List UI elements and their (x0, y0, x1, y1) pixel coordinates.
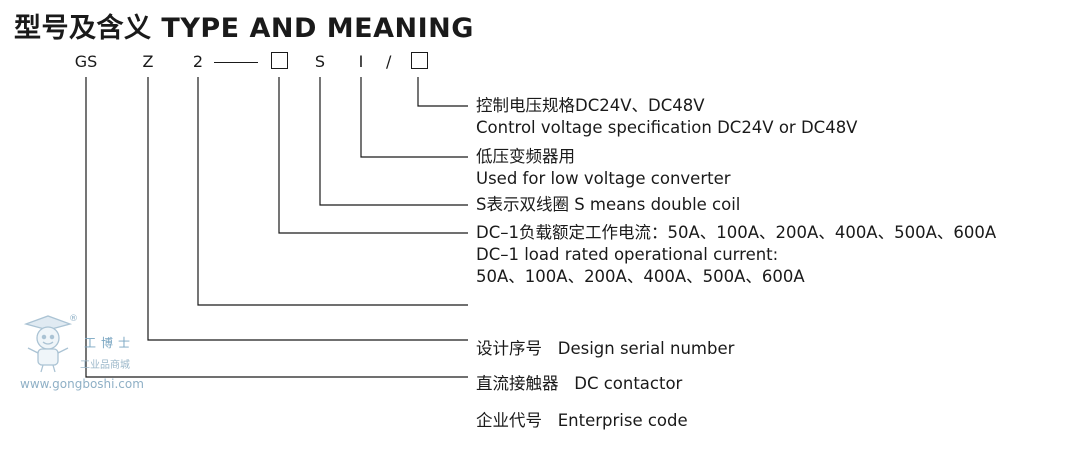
leader-double-coil (319, 77, 468, 206)
leader-contactor (147, 77, 468, 341)
desc-double-coil-text: S表示双线圈 S means double coil (476, 195, 741, 214)
desc-enterprise: 企业代号 Enterprise code (476, 366, 688, 454)
leader-serial (197, 77, 468, 306)
mascot-logo-icon (23, 315, 73, 373)
leader-enterprise (85, 77, 468, 378)
desc-converter-en: Used for low voltage converter (476, 169, 731, 188)
desc-enterprise-text: 企业代号 Enterprise code (476, 411, 688, 430)
desc-voltage-cn: 控制电压规格DC24V、DC48V (476, 96, 705, 115)
desc-contactor-text: 直流接触器 DC contactor (476, 374, 683, 393)
code-slash: / (386, 52, 392, 71)
code-s: S (314, 52, 326, 71)
code-i: I (358, 52, 364, 71)
desc-serial: 设计序号 Design serial number (476, 294, 734, 382)
page-title: 型号及含义 TYPE AND MEANING (14, 13, 474, 44)
code-gs: GS (74, 52, 98, 71)
desc-current: DC–1负载额定工作电流：50A、100A、200A、400A、500A、600… (476, 222, 996, 288)
desc-contactor: 直流接触器 DC contactor (476, 329, 682, 417)
desc-current-en1: DC–1 load rated operational current: (476, 245, 779, 264)
desc-converter-cn: 低压变频器用 (476, 147, 575, 166)
watermark-sub: 工业品商城 (80, 360, 130, 371)
desc-voltage-en: Control voltage specification DC24V or D… (476, 118, 858, 137)
leader-voltage (417, 77, 468, 107)
code-2: 2 (192, 52, 204, 71)
desc-current-en2: 50A、100A、200A、400A、500A、600A (476, 267, 805, 286)
watermark-url: www.gongboshi.com (20, 377, 144, 391)
watermark-name: 工博士 (84, 336, 136, 350)
watermark-reg: ® (69, 314, 78, 324)
leader-current (278, 77, 468, 234)
leader-converter (360, 77, 468, 158)
desc-current-cn: DC–1负载额定工作电流：50A、100A、200A、400A、500A、600… (476, 223, 997, 242)
desc-serial-text: 设计序号 Design serial number (476, 339, 735, 358)
leader-lines (85, 77, 468, 378)
code-box-current (271, 52, 288, 69)
code-z: Z (142, 52, 154, 71)
code-box-voltage (411, 52, 428, 69)
desc-double-coil: S表示双线圈 S means double coil (476, 194, 740, 216)
code-dash (214, 62, 258, 64)
desc-converter: 低压变频器用 Used for low voltage converter (476, 146, 731, 190)
desc-voltage: 控制电压规格DC24V、DC48V Control voltage specif… (476, 95, 857, 139)
